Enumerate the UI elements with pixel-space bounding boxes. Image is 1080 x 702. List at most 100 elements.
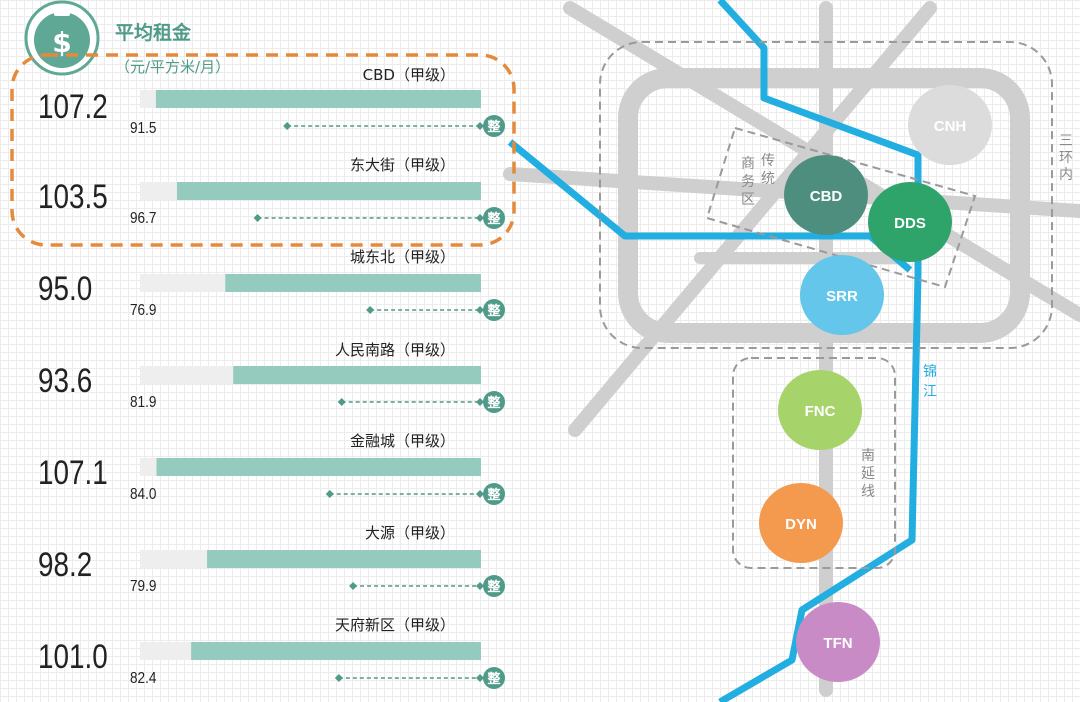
category-label: 城东北（甲级） — [350, 248, 455, 266]
river-label-2: 江 — [923, 384, 937, 400]
whole-building-icon — [483, 299, 505, 321]
whole-building-icon — [483, 207, 505, 229]
whole-rent-label: 81.9 — [130, 394, 156, 411]
district-dds-label: DDS — [894, 215, 926, 232]
ring-label-3: 内 — [1059, 167, 1073, 183]
avg-rent-label: 103.5 — [38, 177, 108, 215]
avg-rent-bar — [207, 550, 481, 568]
district-srr[interactable]: SRR — [800, 255, 884, 335]
district-srr-label: SRR — [826, 288, 858, 305]
chart-rows: CBD（甲级） 107.2 91.5 东大街（甲级） 103.5 96.7 城东… — [38, 66, 455, 687]
traditional-label-1: 传 — [761, 153, 775, 169]
whole-badge-label: 整 — [486, 671, 501, 687]
zone-outlines — [599, 41, 1053, 569]
whole-rent-end-marker — [476, 398, 484, 406]
whole-rent-marker — [283, 122, 292, 130]
district-cnh-label: CNH — [934, 118, 967, 135]
avg-rent-label: 107.2 — [38, 87, 108, 125]
whole-building-icon — [483, 391, 505, 413]
ring-label-1: 三 — [1059, 133, 1073, 149]
whole-rent-end-marker — [476, 490, 484, 498]
south-label-3: 线 — [861, 484, 875, 500]
whole-rent-marker — [337, 398, 346, 406]
whole-rent-marker — [366, 306, 375, 314]
chart-row-srr: 人民南路（甲级） 93.6 81.9 — [38, 341, 455, 411]
avg-rent-label: 98.2 — [38, 545, 92, 583]
district-cbd[interactable]: CBD — [784, 155, 868, 235]
category-label: 天府新区（甲级） — [335, 616, 455, 634]
avg-rent-label: 107.1 — [38, 453, 108, 491]
whole-building-icon — [483, 483, 505, 505]
chart-unit: （元/平方米/月） — [115, 58, 230, 76]
highlight-frame — [10, 53, 516, 247]
avg-rent-label: 101.0 — [38, 637, 108, 675]
chart-row-fnc: 金融城（甲级） 107.1 84.0 — [38, 432, 455, 503]
district-cbd-label: CBD — [810, 188, 843, 205]
whole-building-icon — [483, 115, 505, 137]
whole-rent-label: 91.5 — [130, 120, 156, 137]
category-label: 大源（甲级） — [365, 524, 455, 542]
district-fnc[interactable]: FNC — [778, 370, 862, 450]
svg-text:$: $ — [52, 26, 71, 59]
avg-rent-bar — [176, 182, 482, 200]
whole-rent-marker — [253, 214, 262, 222]
avg-rent-bar — [225, 274, 481, 292]
whole-building-icon — [483, 575, 505, 597]
south-label-1: 南 — [861, 448, 875, 464]
map-labels: 传 统 商 务 区 三 环 内 锦 江 南 延 线 — [741, 133, 1073, 500]
whole-rent-end-marker — [476, 214, 484, 222]
district-dyn-label: DYN — [785, 516, 817, 533]
whole-rent-label: 96.7 — [130, 210, 156, 227]
whole-rent-end-marker — [476, 674, 484, 682]
business-label-3: 区 — [741, 192, 755, 208]
district-cnh[interactable]: CNH — [908, 85, 992, 165]
chart-title: 平均租金 — [115, 21, 192, 44]
district-circles: CNH CBD DDS SRR FNC DYN TFN — [759, 85, 992, 682]
whole-rent-marker — [349, 582, 358, 590]
district-tfn[interactable]: TFN — [796, 602, 880, 682]
whole-rent-end-marker — [476, 306, 484, 314]
category-label: 人民南路（甲级） — [335, 341, 455, 359]
whole-rent-end-marker — [476, 122, 484, 130]
whole-rent-label: 79.9 — [130, 578, 156, 595]
south-extension-zone — [732, 357, 896, 569]
avg-rent-label: 95.0 — [38, 269, 92, 307]
category-label: 东大街（甲级） — [350, 156, 455, 174]
south-label-2: 延 — [861, 466, 875, 482]
avg-rent-bar — [191, 642, 481, 660]
whole-badge-label: 整 — [486, 487, 501, 503]
whole-rent-label: 76.9 — [130, 302, 156, 319]
chart-row-dyn: 大源（甲级） 98.2 79.9 — [38, 524, 455, 595]
avg-rent-bar — [156, 458, 481, 476]
whole-rent-label: 84.0 — [130, 486, 156, 503]
whole-badge-label: 整 — [486, 119, 501, 135]
category-label: 金融城（甲级） — [350, 432, 455, 450]
whole-badge-label: 整 — [486, 303, 501, 319]
whole-badge-label: 整 — [486, 579, 501, 595]
district-dds[interactable]: DDS — [868, 182, 952, 262]
district-dyn[interactable]: DYN — [759, 483, 843, 563]
chart-header: $ 平均租金 （元/平方米/月） — [24, 0, 230, 76]
whole-badge-label: 整 — [486, 211, 501, 227]
district-fnc-label: FNC — [805, 403, 836, 420]
jinjiang-river — [717, 0, 922, 702]
avg-rent-bar — [155, 90, 481, 108]
avg-rent-bar — [233, 366, 481, 384]
whole-rent-end-marker — [476, 582, 484, 590]
chart-row-cdn: 城东北（甲级） 95.0 76.9 — [38, 248, 455, 319]
third-ring-zone — [599, 41, 1053, 349]
avg-rent-label: 93.6 — [38, 361, 92, 399]
diagonal-road-2 — [568, 1, 937, 437]
river-label-1: 锦 — [923, 363, 937, 380]
chart-row-tfn: 天府新区（甲级） 101.0 82.4 — [38, 616, 455, 687]
money-bag-icon: $ — [24, 0, 100, 76]
whole-rent-marker — [325, 490, 334, 498]
traditional-label-2: 统 — [761, 171, 775, 187]
business-label-1: 商 — [741, 156, 755, 172]
chart-row-cbd: CBD（甲级） 107.2 91.5 — [38, 66, 455, 137]
ring-label-2: 环 — [1059, 150, 1073, 166]
whole-rent-marker — [334, 674, 343, 682]
category-label: CBD（甲级） — [363, 66, 455, 84]
whole-badge-label: 整 — [486, 395, 501, 411]
